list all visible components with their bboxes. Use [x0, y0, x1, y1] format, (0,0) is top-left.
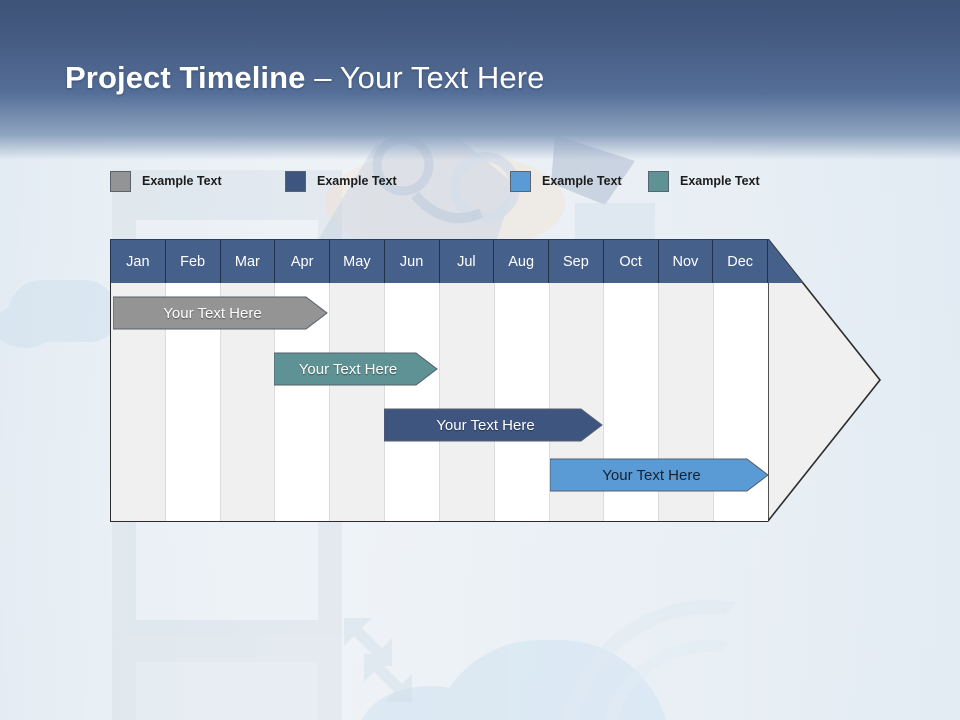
task-bar-3[interactable]: Your Text Here — [384, 408, 603, 442]
task-bar-label: Your Text Here — [163, 304, 262, 322]
task-bar-label: Your Text Here — [298, 360, 398, 378]
month-cell-jan[interactable]: Jan — [110, 240, 166, 284]
legend-item-2[interactable]: Example Text — [285, 170, 397, 192]
person-illustration-watermark — [255, 125, 675, 255]
month-cell-sep[interactable]: Sep — [549, 240, 604, 284]
month-cell-mar[interactable]: Mar — [221, 240, 276, 284]
cloud-watermark-left-icon — [0, 280, 118, 348]
title-band — [0, 0, 960, 160]
month-cell-feb[interactable]: Feb — [166, 240, 221, 284]
task-bar-shape-icon — [384, 408, 603, 442]
legend-item-label: Example Text — [680, 173, 760, 188]
month-cell-jul[interactable]: Jul — [440, 240, 495, 284]
month-cell-aug[interactable]: Aug — [494, 240, 549, 284]
legend-swatch-icon — [510, 170, 531, 192]
month-cell-jun[interactable]: Jun — [385, 240, 440, 284]
month-cell-may[interactable]: May — [330, 240, 385, 284]
task-bar-1[interactable]: Your Text Here — [113, 296, 328, 330]
month-cell-apr[interactable]: Apr — [275, 240, 330, 284]
task-bar-shape-icon — [274, 352, 438, 386]
legend-item-1[interactable]: Example Text — [110, 170, 222, 192]
filmstrip-frame-watermark — [136, 662, 318, 720]
month-cell-oct[interactable]: Oct — [604, 240, 659, 284]
task-bar-label: Your Text Here — [602, 466, 701, 484]
grid-column-jun — [385, 283, 440, 521]
month-cell-nov[interactable]: Nov — [659, 240, 714, 284]
legend-item-3[interactable]: Example Text — [510, 170, 622, 192]
task-bar-shape-icon — [113, 296, 328, 330]
legend: Example Text Example Text Example Text Exam… — [110, 170, 810, 194]
legend-item-label: Example Text — [317, 173, 397, 188]
legend-item-label: Example Text — [142, 173, 222, 188]
task-bar-4[interactable]: Your Text Here — [550, 458, 769, 492]
legend-swatch-icon — [648, 170, 669, 192]
month-cell-dec[interactable]: Dec — [713, 240, 768, 284]
task-bar-label: Your Text Here — [436, 416, 535, 434]
grid-column-may — [330, 283, 386, 521]
resize-arrows-watermark-icon — [338, 612, 418, 708]
page-title: Project Timeline – Your Text Here — [65, 60, 544, 96]
timeline-arrowhead — [767, 236, 882, 524]
task-bar-shape-icon — [550, 458, 769, 492]
task-bar-2[interactable]: Your Text Here — [274, 352, 438, 386]
grid-column-jul — [439, 283, 495, 521]
legend-swatch-icon — [110, 170, 131, 192]
title-rest-part: – Your Text Here — [305, 60, 545, 95]
legend-item-4[interactable]: Example Text — [648, 170, 760, 192]
legend-item-label: Example Text — [542, 173, 622, 188]
grid-column-aug — [494, 283, 550, 521]
legend-swatch-icon — [285, 170, 306, 192]
title-bold-part: Project Timeline — [65, 60, 306, 95]
